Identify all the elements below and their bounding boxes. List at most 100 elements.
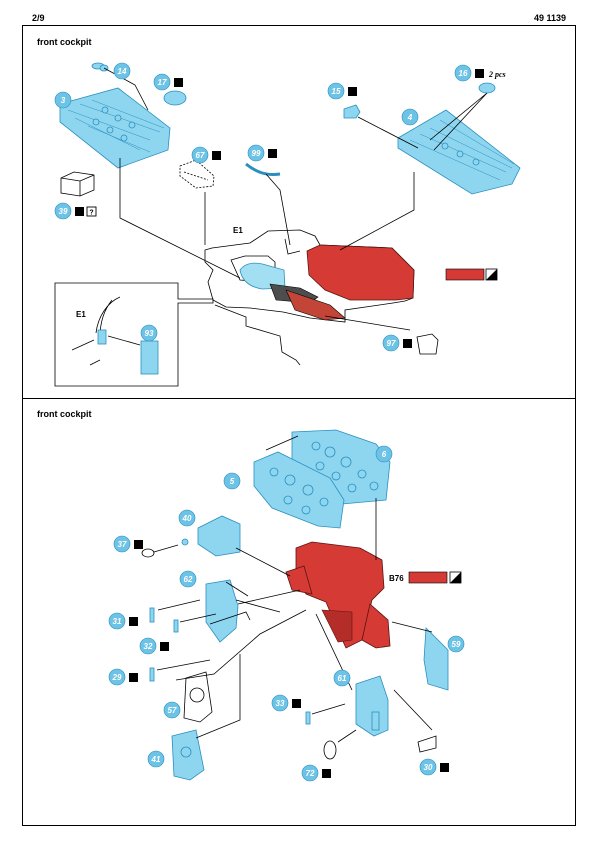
part-97-frame (416, 333, 439, 355)
svg-text:39: 39 (59, 207, 68, 216)
svg-text:5: 5 (230, 477, 235, 486)
check-icon (160, 642, 169, 651)
svg-text:61: 61 (338, 674, 347, 683)
part-3-fret (59, 87, 171, 169)
callout-14: 14 (113, 62, 131, 80)
callout-3: 3 (54, 91, 72, 109)
callout-30: 30 (419, 758, 437, 776)
part-30-lever (417, 735, 437, 753)
svg-text:6: 6 (382, 450, 387, 459)
part-14-pedals (91, 62, 109, 72)
part-57-plate (183, 671, 213, 723)
svg-text:29: 29 (112, 673, 122, 682)
svg-text:57: 57 (168, 706, 177, 715)
color-ref-label: B76 (389, 574, 404, 583)
part-41-plate (171, 729, 205, 781)
callout-29: 29 (108, 668, 126, 686)
callout-6: 6 (375, 445, 393, 463)
callout-32: 32 (139, 637, 157, 655)
check-icon (174, 78, 183, 87)
svg-text:31: 31 (113, 617, 122, 626)
check-icon (212, 151, 221, 160)
check-icon (75, 207, 84, 216)
callout-40: 40 (178, 509, 196, 527)
svg-text:41: 41 (151, 755, 161, 764)
svg-text:99: 99 (252, 149, 261, 158)
qty-label-16: 2 pcs (488, 70, 506, 79)
callout-72: 72 (301, 764, 319, 782)
callout-39: 39 (54, 202, 72, 220)
fuselage-cockpit: E1 (204, 226, 415, 366)
color-chip-icon (445, 268, 498, 281)
callout-99: 99 (247, 144, 265, 162)
svg-text:59: 59 (452, 640, 461, 649)
color-chip-icon (408, 571, 462, 584)
svg-text:30: 30 (424, 763, 433, 772)
svg-text:?: ? (89, 210, 93, 217)
callout-41: 41 (147, 750, 165, 768)
inset-ref-label: E1 (76, 310, 86, 319)
callout-31: 31 (108, 612, 126, 630)
svg-text:32: 32 (144, 642, 153, 651)
svg-text:17: 17 (158, 78, 167, 87)
svg-text:3: 3 (61, 96, 66, 105)
check-icon (134, 540, 143, 549)
part-99-strip (245, 162, 281, 176)
part-59-panel (423, 627, 449, 691)
svg-text:33: 33 (276, 699, 285, 708)
svg-text:40: 40 (182, 514, 192, 523)
lever-33 (305, 703, 346, 725)
check-icon (268, 149, 277, 158)
detail-inset: E1 (54, 282, 214, 387)
part-40-gauge (197, 515, 241, 557)
callout-17: 17 (153, 73, 171, 91)
check-icon (129, 673, 138, 682)
part-4-fret (397, 109, 521, 195)
check-icon (475, 69, 484, 78)
svg-text:93: 93 (145, 329, 154, 338)
top-panel-title: front cockpit (37, 37, 92, 47)
check-icon (348, 87, 357, 96)
svg-text:16: 16 (459, 69, 468, 78)
bottom-panel (22, 398, 576, 826)
svg-text:37: 37 (118, 540, 127, 549)
instrument-panel-red (285, 541, 391, 649)
page-number: 2/9 (32, 13, 45, 23)
svg-text:15: 15 (332, 87, 341, 96)
svg-text:72: 72 (306, 769, 315, 778)
svg-text:67: 67 (196, 151, 205, 160)
check-icon (322, 769, 331, 778)
levers-31-32-29 (149, 599, 217, 682)
part-67-part (179, 159, 215, 189)
check-icon (440, 763, 449, 772)
svg-text:4: 4 (407, 113, 413, 122)
part-16-knob (478, 82, 496, 94)
kit-code: 49 1139 (534, 13, 567, 23)
part-17-disc (163, 90, 187, 106)
callout-97: 97 (382, 334, 400, 352)
callout-62: 62 (179, 570, 197, 588)
callout-5: 5 (223, 472, 241, 490)
svg-text:97: 97 (387, 339, 396, 348)
part-39-box (60, 171, 95, 197)
check-icon (292, 699, 301, 708)
svg-text:14: 14 (118, 67, 127, 76)
callout-37: 37 (113, 535, 131, 553)
callout-4: 4 (401, 108, 419, 126)
svg-text:62: 62 (184, 575, 193, 584)
check-icon (129, 617, 138, 626)
question-icon: ? (86, 206, 97, 217)
bottom-panel-title: front cockpit (37, 409, 92, 419)
callout-59: 59 (447, 635, 465, 653)
callout-57: 57 (163, 701, 181, 719)
callout-93: 93 (140, 324, 158, 342)
part-15-bracket (343, 104, 361, 119)
part-72-ring (323, 740, 337, 760)
main-ref-label: E1 (233, 226, 243, 235)
callout-15: 15 (327, 82, 345, 100)
callout-67: 67 (191, 146, 209, 164)
part-61-panel (355, 675, 389, 737)
callout-61: 61 (333, 669, 351, 687)
callout-33: 33 (271, 694, 289, 712)
